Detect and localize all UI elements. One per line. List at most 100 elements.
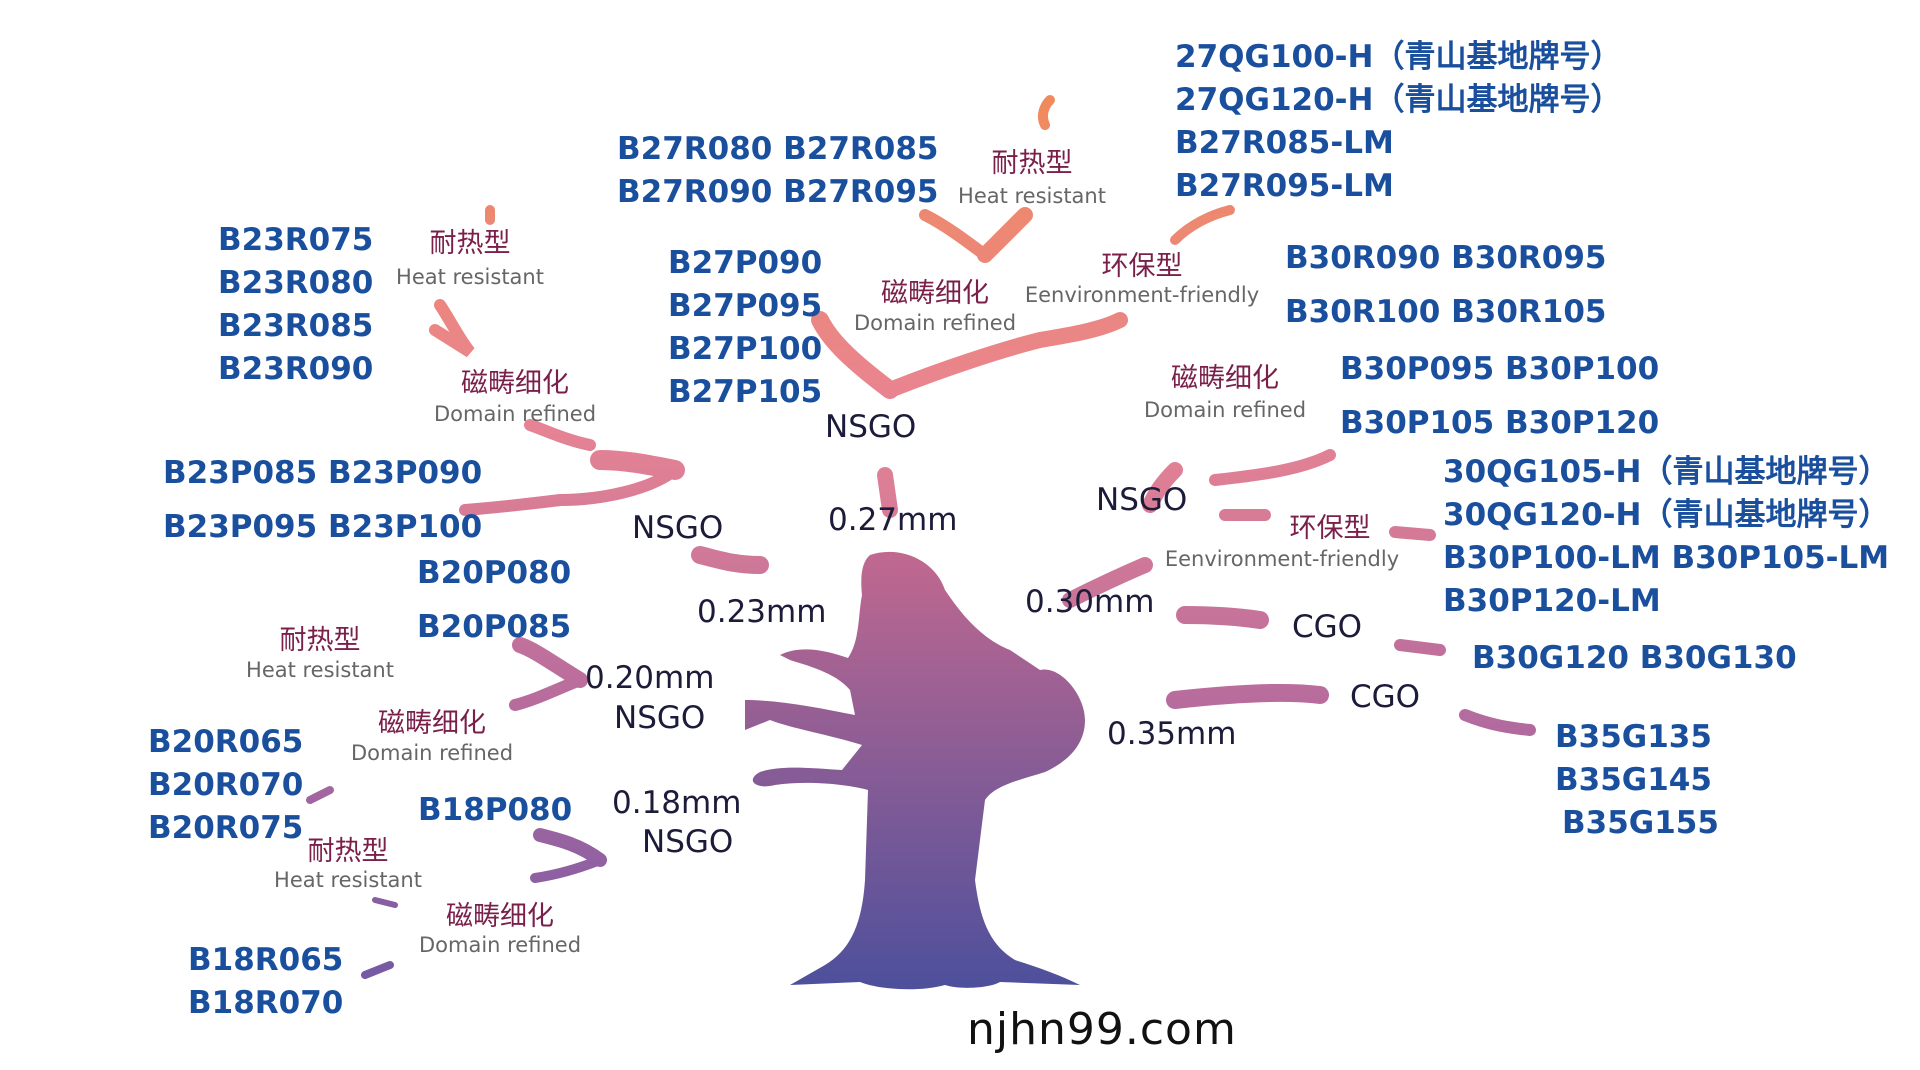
grade-b30p-lm-line: B30P100-LM B30P105-LM <box>1443 540 1890 576</box>
grade-b27p105: B27P105 <box>668 374 823 410</box>
property-domain-cn: 磁畴细化 <box>378 708 486 739</box>
grade-b27p090: B27P090 <box>668 245 823 281</box>
category-label-cgo: CGO <box>1350 679 1421 715</box>
grade-27qg120h: 27QG120-H（青山基地牌号） <box>1175 82 1622 118</box>
branch <box>590 450 685 480</box>
branch <box>882 312 1128 398</box>
property-heat-cn: 耐热型 <box>307 836 389 867</box>
thickness-label-0-23: 0.23mm <box>697 594 827 630</box>
grade-30qg105h: 30QG105-H（青山基地牌号） <box>1443 454 1890 490</box>
grade-b23r080: B23R080 <box>218 265 374 301</box>
grade-27qg100h: 27QG100-H（青山基地牌号） <box>1175 39 1622 75</box>
property-domain-en: Domain refined <box>1143 398 1307 422</box>
grade-b30r-line: B30R090 B30R095 <box>1285 240 1607 276</box>
grade-b35g145: B35G145 <box>1555 762 1712 798</box>
property-domain-cn: 磁畴细化 <box>1171 363 1279 394</box>
grade-b23r090: B23R090 <box>218 351 374 387</box>
branch <box>524 419 596 451</box>
property-heat-en: Heat resistant <box>274 868 422 892</box>
category-label-nsgo: NSGO <box>614 700 706 736</box>
branch <box>977 207 1033 263</box>
property-env-cn: 环保型 <box>1289 513 1371 544</box>
tree-trunk <box>745 551 1085 990</box>
branch <box>361 961 394 979</box>
tree-branches <box>306 95 1536 979</box>
grade-b23p-line: B23P085 B23P090 <box>163 455 483 491</box>
branch <box>512 637 588 688</box>
grade-b20r065: B20R065 <box>148 724 304 760</box>
property-heat-en: Heat resistant <box>246 658 394 682</box>
category-label-nsgo: NSGO <box>825 409 917 445</box>
property-heat-cn: 耐热型 <box>429 228 511 259</box>
grade-b27r095lm: B27R095-LM <box>1175 168 1394 204</box>
property-domain-cn: 磁畴细化 <box>461 368 569 399</box>
branch <box>919 209 991 261</box>
thickness-label-0-18: 0.18mm <box>612 785 742 821</box>
grade-b27r-line: B27R090 B27R095 <box>617 174 939 210</box>
thickness-label-0-30: 0.30mm <box>1025 584 1155 620</box>
grade-b20r075: B20R075 <box>148 810 304 846</box>
property-domain-en: Domain refined <box>433 402 597 426</box>
grade-b27p100: B27P100 <box>668 331 823 367</box>
thickness-label-0-20: 0.20mm <box>585 660 715 696</box>
branch <box>306 786 334 804</box>
property-domain-en: Domain refined <box>418 933 582 957</box>
property-domain-en: Domain refined <box>350 741 514 765</box>
grade-b30r-line: B30R100 B30R105 <box>1285 294 1607 330</box>
branch <box>1394 639 1446 656</box>
branch <box>533 828 607 867</box>
grade-b27r085lm: B27R085-LM <box>1175 125 1394 161</box>
grade-b35g155: B35G155 <box>1562 805 1719 841</box>
category-label-cgo: CGO <box>1292 609 1363 645</box>
branch <box>1037 95 1055 130</box>
grade-b30p-line: B30P095 B30P100 <box>1340 351 1660 387</box>
branch <box>691 546 769 574</box>
branch <box>1166 683 1329 709</box>
property-domain-cn: 磁畴细化 <box>446 901 554 932</box>
category-label-nsgo: NSGO <box>1096 482 1188 518</box>
grade-b23p-line: B23P095 B23P100 <box>163 509 483 545</box>
property-heat-en: Heat resistant <box>958 184 1106 208</box>
property-env-cn: 环保型 <box>1101 251 1183 282</box>
grade-b20r070: B20R070 <box>148 767 304 803</box>
grade-b27p095: B27P095 <box>668 288 823 324</box>
branch <box>372 897 398 908</box>
grade-b20p085: B20P085 <box>417 609 572 645</box>
property-heat-en: Heat resistant <box>396 265 544 289</box>
category-label-nsgo: NSGO <box>632 510 724 546</box>
property-env-en: Eenvironment-friendly <box>1164 547 1400 571</box>
grade-b30p-line: B30P105 B30P120 <box>1340 405 1660 441</box>
branch <box>1062 557 1153 608</box>
grade-b23r085: B23R085 <box>218 308 374 344</box>
category-label-nsgo: NSGO <box>642 824 734 860</box>
grade-b30g-line: B30G120 B30G130 <box>1472 640 1797 676</box>
property-env-en: Eenvironment-friendly <box>1024 283 1260 307</box>
grade-b18r070: B18R070 <box>188 985 344 1021</box>
grade-b18p080: B18P080 <box>418 792 573 828</box>
property-domain-en: Domain refined <box>853 311 1017 335</box>
property-heat-cn: 耐热型 <box>279 625 361 656</box>
branch <box>1389 526 1436 541</box>
branch <box>1170 205 1235 245</box>
grade-30qg120h: 30QG120-H（青山基地牌号） <box>1443 497 1890 533</box>
branch <box>530 855 605 883</box>
grade-b23r075: B23R075 <box>218 222 374 258</box>
grade-b30p120lm: B30P120-LM <box>1443 583 1661 619</box>
branch <box>1176 606 1269 629</box>
grade-b18r065: B18R065 <box>188 942 344 978</box>
grade-b20p080: B20P080 <box>417 555 572 591</box>
branch <box>1142 462 1183 513</box>
branch <box>459 464 681 516</box>
branch <box>509 674 586 711</box>
website-url: njhn99.com <box>967 1004 1237 1055</box>
thickness-label-0-35: 0.35mm <box>1107 716 1237 752</box>
grade-b35g135: B35G135 <box>1555 719 1712 755</box>
branch <box>811 311 899 399</box>
branch <box>1209 449 1336 486</box>
thickness-label-0-27: 0.27mm <box>828 502 958 538</box>
branch <box>429 299 475 358</box>
branch <box>877 467 898 518</box>
property-domain-cn: 磁畴细化 <box>881 278 989 309</box>
branch <box>1459 709 1536 736</box>
